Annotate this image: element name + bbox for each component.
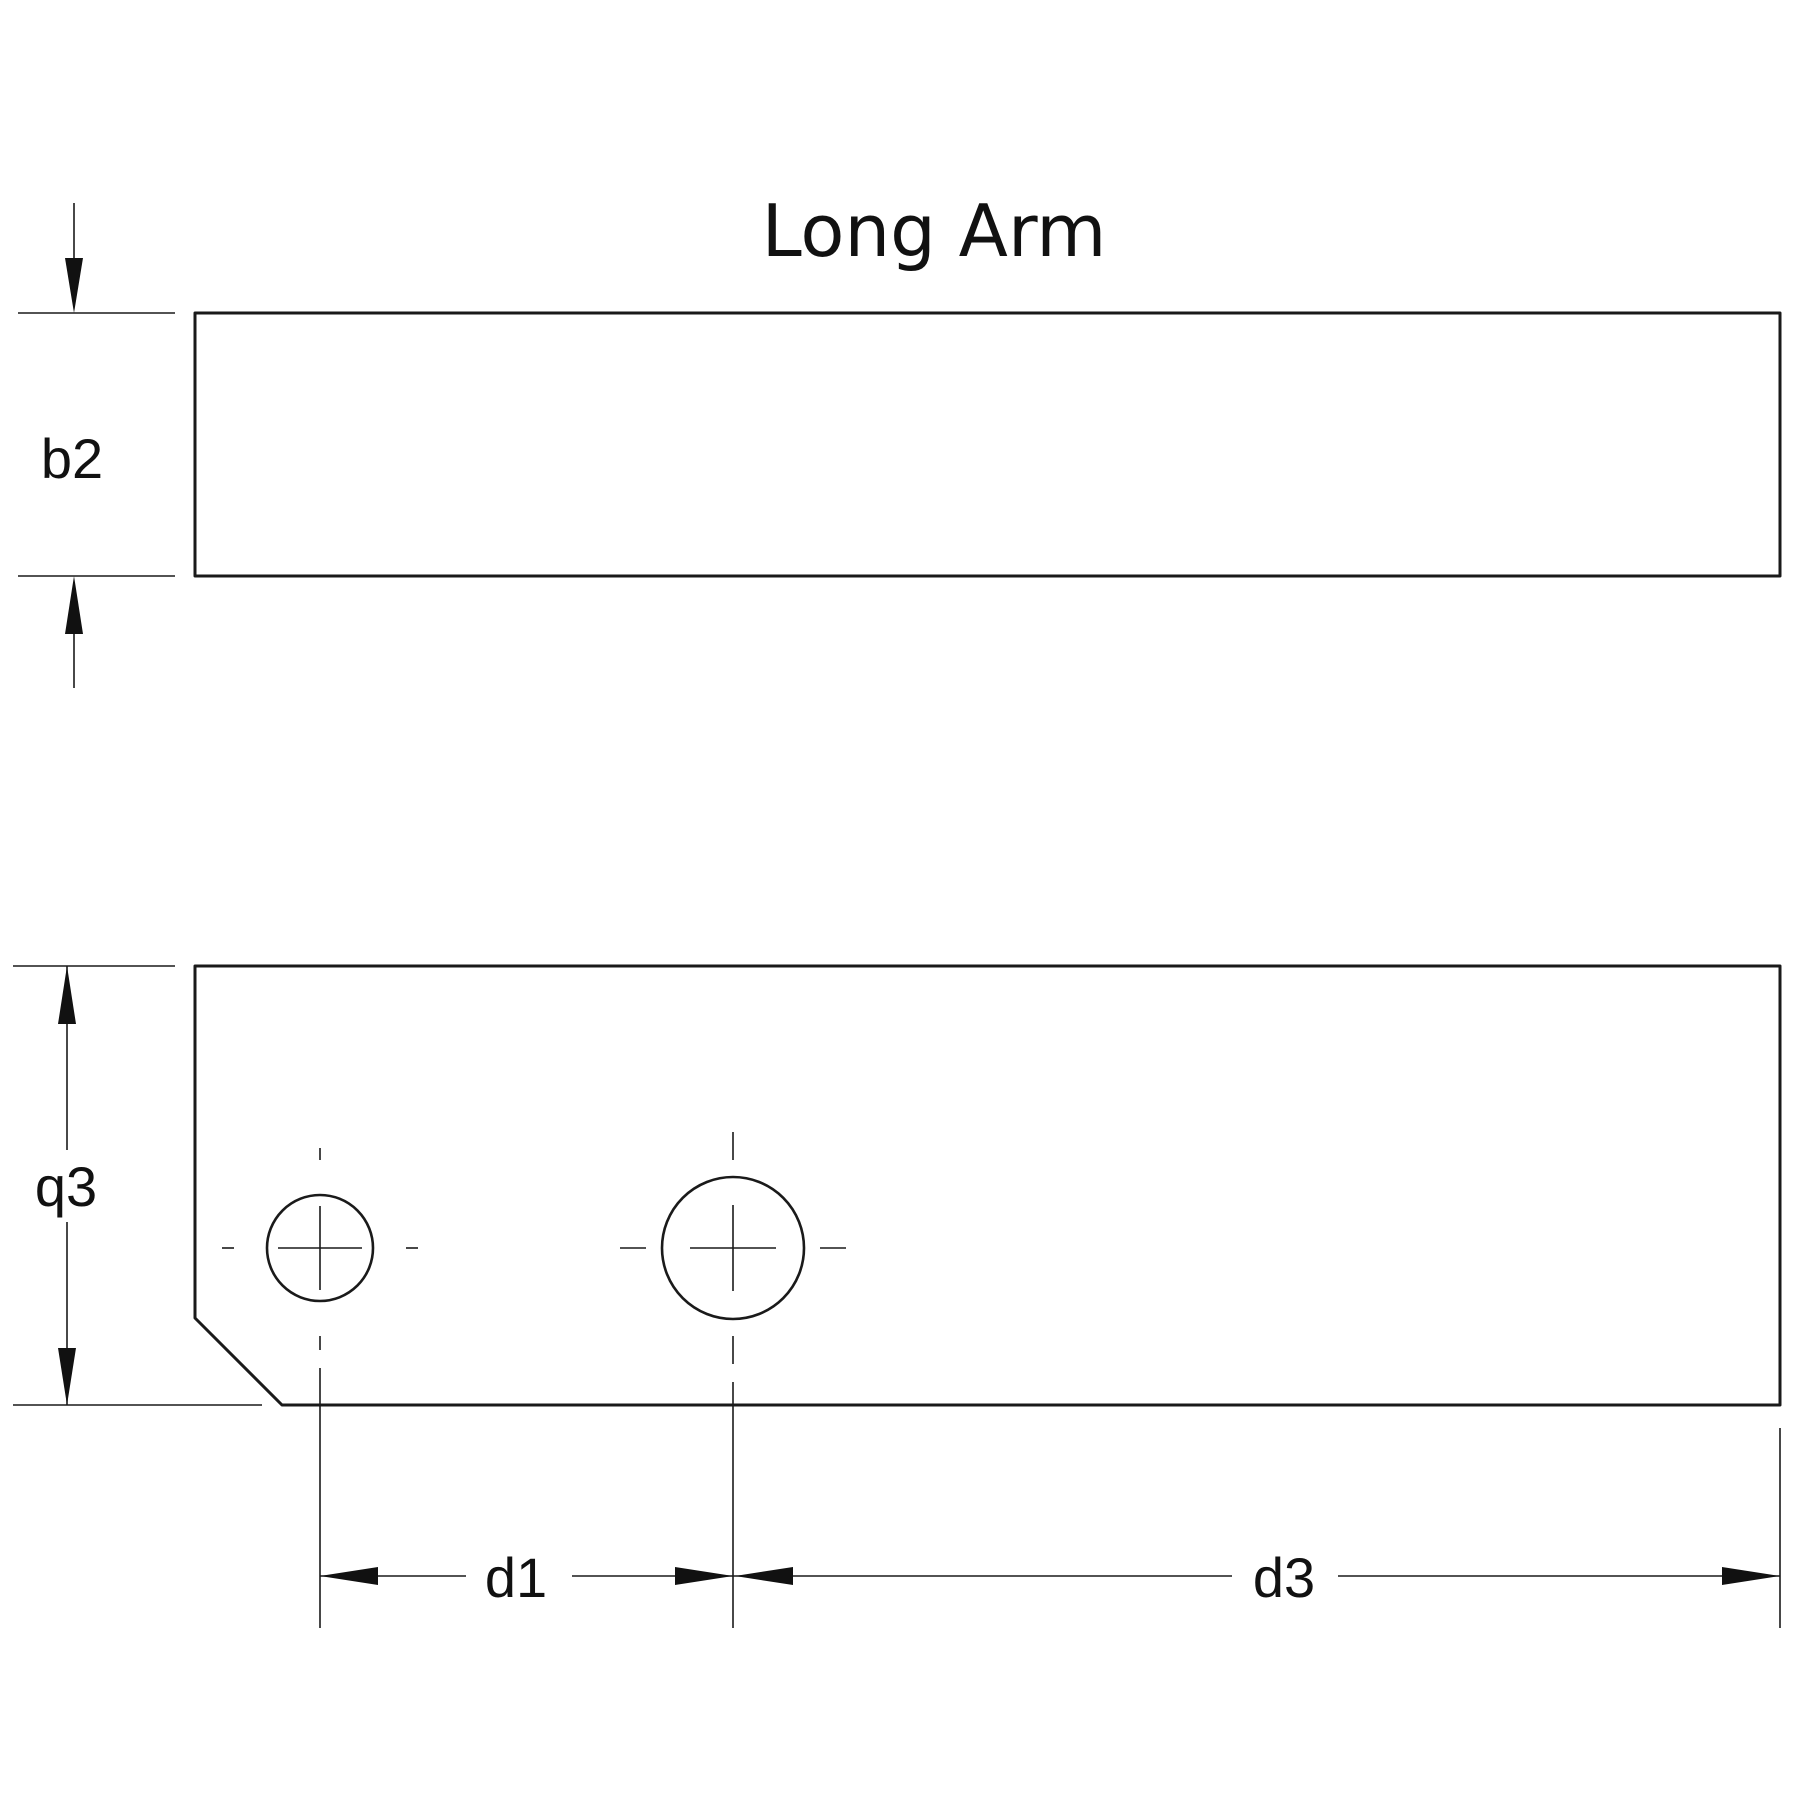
q3-label: q3: [35, 1155, 97, 1218]
drawing-title: Long Arm: [762, 189, 1107, 273]
d1-arrow-left: [320, 1567, 378, 1585]
d3-label: d3: [1253, 1546, 1315, 1609]
side-view-outline: [193, 964, 1782, 1407]
d1-label: d1: [485, 1546, 547, 1609]
large-hole: [660, 1175, 806, 1321]
small-hole-centerlines: [222, 1148, 418, 1350]
large-hole-centerlines: [620, 1132, 846, 1405]
side-view: q3 d1 d3: [13, 964, 1782, 1628]
b2-label: b2: [41, 427, 103, 490]
top-view: b2: [18, 203, 1782, 688]
d1-arrow-right: [675, 1567, 733, 1585]
q3-arrow-bottom: [58, 1348, 76, 1405]
d3-arrow-left: [735, 1567, 793, 1585]
small-hole: [265, 1193, 375, 1303]
d3-arrow-right: [1722, 1567, 1780, 1585]
q3-arrow-top: [58, 966, 76, 1024]
top-view-outline: [193, 311, 1782, 578]
b2-arrow-bottom: [65, 576, 83, 634]
b2-arrow-top: [65, 258, 83, 313]
